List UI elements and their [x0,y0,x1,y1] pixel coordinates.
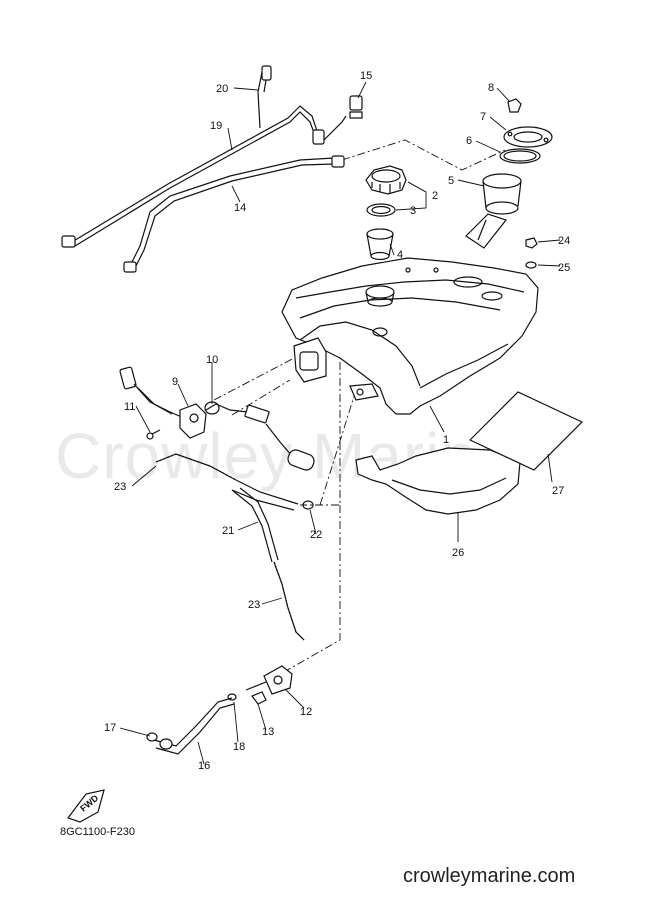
callout-4: 4 [397,249,403,261]
part-13-bolt [251,691,267,705]
leader-lines [119,81,561,765]
part-19-wire-harness [61,105,347,248]
part-25-washer [525,261,537,269]
reference-lines [213,139,506,681]
part-7-plate [503,126,553,148]
part-14-breather-hose [123,155,345,273]
part-17-clip [146,732,158,742]
part-4-filler-neck [366,228,394,261]
part-23-lower-hose [273,561,305,641]
callout-19: 19 [210,120,222,132]
callout-1: 1 [443,434,449,446]
callout-15: 15 [360,70,372,82]
callout-5: 5 [448,175,454,187]
callouts: 20 19 14 15 8 7 6 5 2 3 4 24 25 1 27 26 … [104,70,570,772]
callout-7: 7 [480,111,486,123]
part-10-fuel-sender [204,401,315,471]
part-21-hose [231,479,299,563]
part-3-seal [366,203,396,217]
callout-21: 21 [222,525,234,537]
part-8-nut [507,98,522,113]
part-2-fuel-cap [365,165,407,195]
part-12-fuel-cock [245,665,293,695]
callout-20: 20 [216,83,228,95]
part-24-bolt [525,237,538,249]
part-26-tank-pad [355,447,521,515]
callout-23-upper: 23 [114,481,126,493]
callout-25: 25 [558,262,570,274]
callout-9: 9 [172,376,178,388]
callout-27: 27 [552,485,564,497]
part-20-sensor-probe [257,65,272,129]
callout-22: 22 [310,529,322,541]
part-1-fuel-tank [281,257,539,415]
callout-16: 16 [198,760,210,772]
callout-10: 10 [206,354,218,366]
part-22-clip [302,500,314,510]
callout-17: 17 [104,722,116,734]
diagram-code: 8GC1100-F230 [60,826,135,838]
callout-6: 6 [466,135,472,147]
callout-14: 14 [234,202,246,214]
part-11-screw [146,429,161,440]
callout-13: 13 [262,726,274,738]
part-23-upper-hose [155,453,237,481]
callout-23-lower: 23 [248,599,260,611]
callout-11: 11 [124,401,135,413]
fwd-arrow-icon: FWD [67,789,105,823]
part-5-fuel-pump [465,173,522,249]
callout-26: 26 [452,547,464,559]
callout-8: 8 [488,82,494,94]
part-16-fuel-hose [153,697,235,755]
part-9-sender-unit [119,366,207,439]
callout-18: 18 [233,741,245,753]
callout-2: 2 [432,190,438,202]
part-6-gasket [499,148,541,164]
callout-12: 12 [300,706,312,718]
part-27-sheet [468,391,584,471]
callout-24: 24 [558,235,570,247]
part-15-clamp [349,95,363,119]
site-name: crowleymarine.com [403,865,575,887]
callout-3: 3 [410,205,416,217]
part-18-clamp [227,693,237,701]
